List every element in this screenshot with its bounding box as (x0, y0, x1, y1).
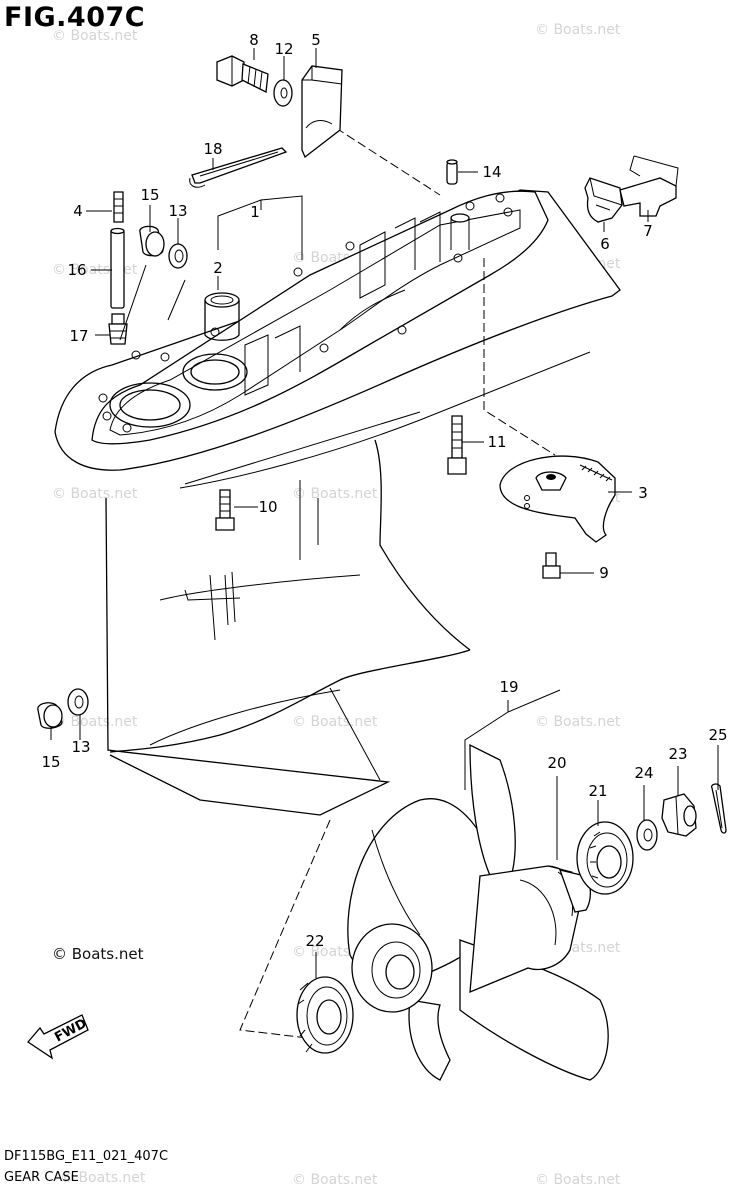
watermark: © Boats.net (292, 1172, 378, 1188)
callout-13-lower: 13 (71, 738, 90, 756)
nut-23 (661, 793, 697, 837)
leader-lines (50, 48, 719, 978)
grease-nipple-4 (113, 191, 124, 223)
spacer-21 (576, 821, 634, 895)
watermark: © Boats.net (52, 28, 138, 44)
callout-25: 25 (708, 726, 727, 744)
watermark: © Boats.net (535, 22, 621, 38)
callout-11: 11 (487, 433, 506, 451)
water-tube-insert (204, 292, 240, 341)
gasket-13 (168, 243, 188, 269)
callout-7: 7 (643, 222, 653, 240)
watermark: © Boats.net (535, 1172, 621, 1188)
callout-10: 10 (258, 498, 277, 516)
plug-15 (139, 225, 165, 257)
watermark: © Boats.net (292, 714, 378, 730)
callout-21: 21 (588, 782, 607, 800)
callout-15: 15 (140, 186, 159, 204)
grommet-17 (108, 313, 128, 345)
callout-3: 3 (638, 484, 648, 502)
assembly-line (483, 258, 556, 456)
part-7 (619, 155, 679, 217)
fwd-arrow: FWD (27, 1014, 90, 1060)
callout-4: 4 (73, 202, 83, 220)
callout-5: 5 (311, 31, 321, 49)
watermark: © Boats.net (535, 714, 621, 730)
callout-8: 8 (249, 31, 259, 49)
assembly-line (335, 127, 441, 196)
callout-17: 17 (69, 327, 88, 345)
callout-9: 9 (599, 564, 609, 582)
bolt-10 (215, 489, 235, 531)
cable-tie-18 (189, 147, 288, 188)
bolt-8 (216, 55, 269, 93)
figure-code: DF115BG_E11_021_407C (4, 1149, 169, 1164)
callout-16: 16 (67, 261, 86, 279)
plug-15-lower (37, 702, 63, 729)
callout-22: 22 (305, 932, 324, 950)
flange-holes (98, 193, 513, 433)
watermark: © Boats.net (52, 714, 138, 730)
figure-title: FIG.407C (4, 2, 146, 33)
callout-15-lower: 15 (41, 753, 60, 771)
callout-19: 19 (499, 678, 518, 696)
gear-case-housing (54, 159, 621, 816)
nut-9 (542, 552, 561, 579)
callout-24: 24 (634, 764, 653, 782)
callout-2: 2 (213, 259, 223, 277)
callout-18: 18 (203, 140, 222, 158)
part-6 (584, 177, 623, 223)
watermark: © Boats.net (292, 486, 378, 502)
callout-20: 20 (547, 754, 566, 772)
gasket-13-lower (67, 688, 89, 716)
callout-1: 1 (250, 203, 260, 221)
tube-16 (110, 227, 125, 309)
bolt-11 (447, 415, 467, 475)
callout-numbers: 1 2 3 4 5 6 7 8 9 10 11 12 13 14 15 16 1… (41, 31, 727, 950)
washer-24 (636, 819, 658, 851)
watermark: © Boats.net (60, 1170, 146, 1186)
cotter-pin-25 (710, 783, 727, 834)
trim-tab-3 (499, 455, 616, 543)
callout-13: 13 (168, 202, 187, 220)
assembly-line (239, 819, 331, 1041)
watermark: © Boats.net (52, 486, 138, 502)
washer-12 (273, 79, 293, 107)
dowel-pin (446, 159, 470, 250)
figure-name: GEAR CASE (4, 1170, 79, 1185)
callout-6: 6 (600, 235, 610, 253)
callout-12: 12 (274, 40, 293, 58)
callout-14: 14 (482, 163, 501, 181)
propeller-19 (347, 743, 609, 1081)
thrust-washer-22 (296, 976, 354, 1054)
cover-plate-5 (301, 65, 343, 159)
callout-23: 23 (668, 745, 687, 763)
watermark-primary: © Boats.net (52, 945, 144, 963)
